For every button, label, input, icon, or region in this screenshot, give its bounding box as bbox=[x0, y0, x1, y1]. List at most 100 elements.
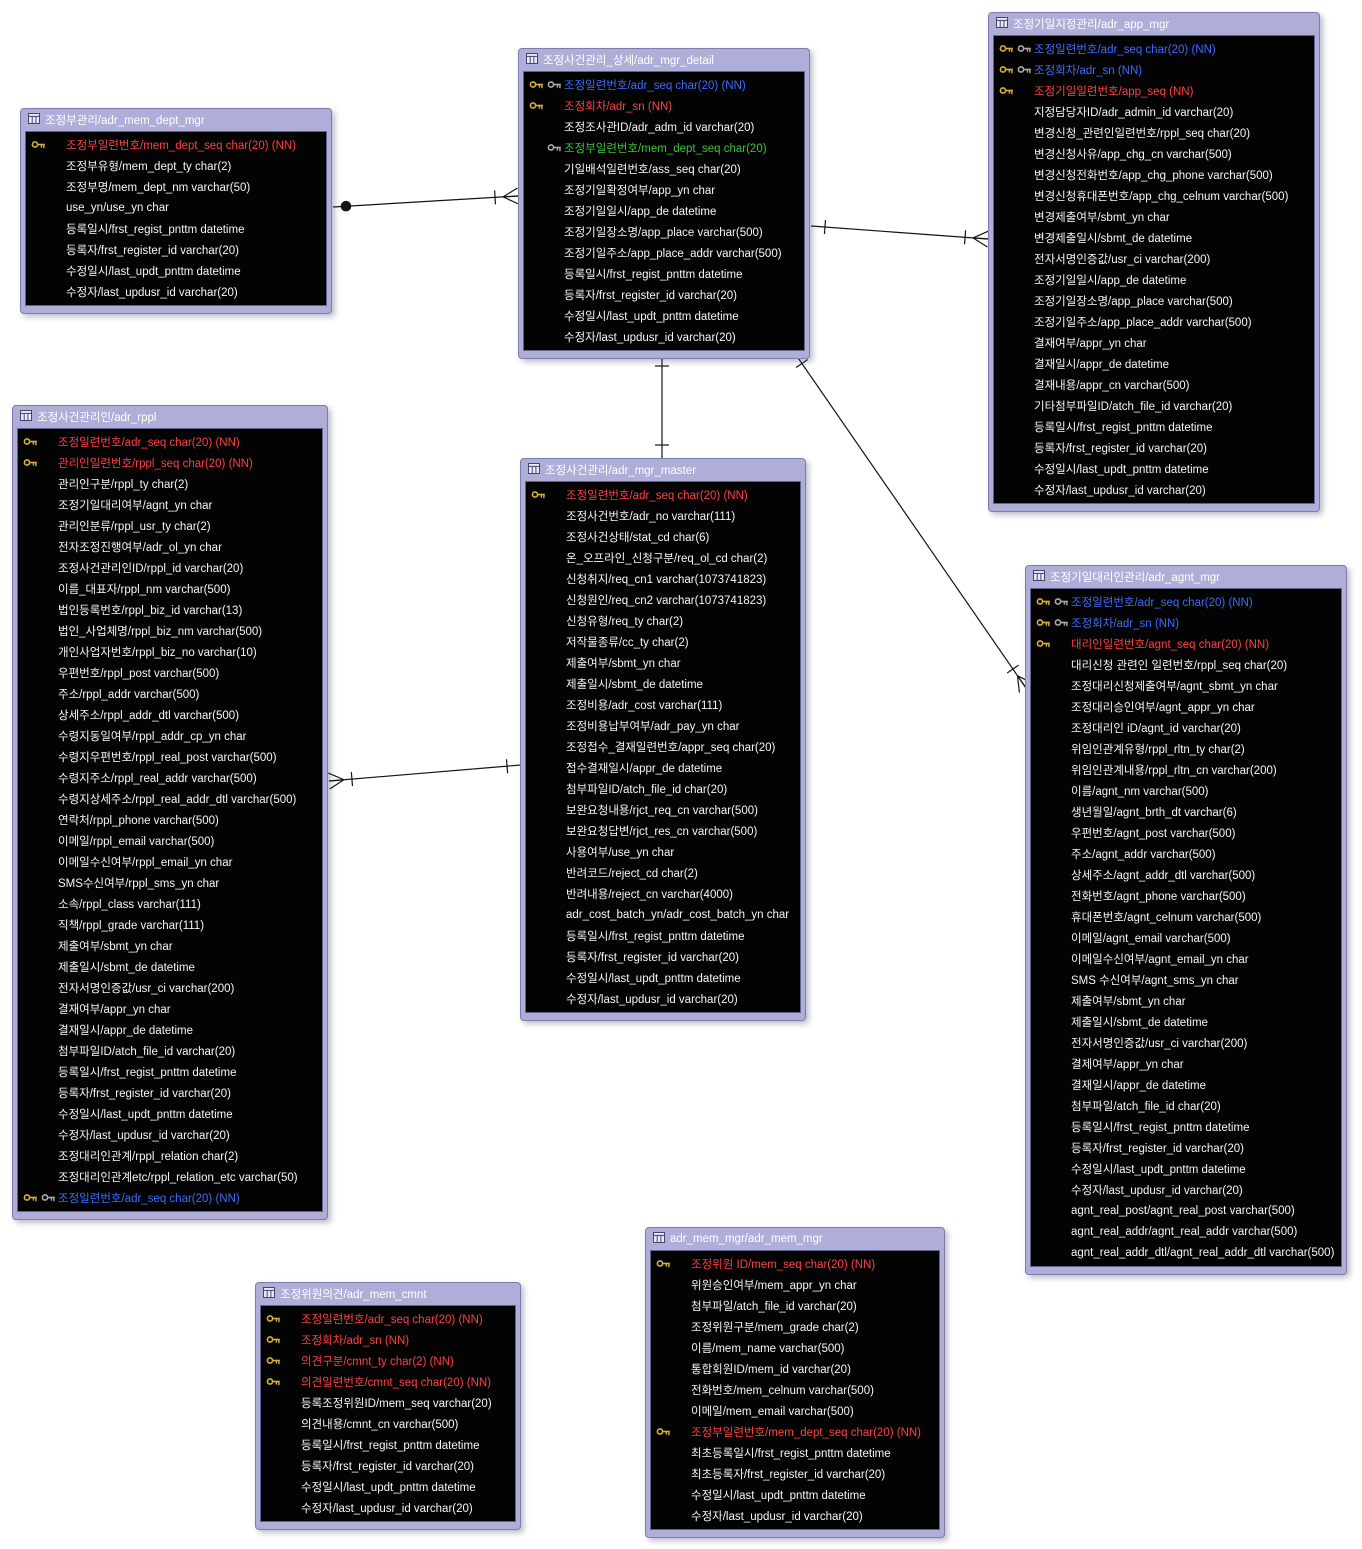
entity-title-bar[interactable]: 조정위원의견/adr_mem_cmnt bbox=[260, 1283, 516, 1305]
entity-field-row[interactable]: 조정기일일시/app_de datetime bbox=[994, 269, 1314, 290]
entity-field-row[interactable]: 위임인관계내용/rppl_rltn_cn varchar(200) bbox=[1031, 759, 1341, 780]
entity-field-row[interactable]: 변경제출여부/sbmt_yn char bbox=[994, 206, 1314, 227]
entity-field-row[interactable]: 결재일시/appr_de datetime bbox=[18, 1019, 322, 1040]
entity-field-row[interactable]: 제출여부/sbmt_yn char bbox=[526, 652, 800, 673]
entity-field-row[interactable]: 이메일/mem_email varchar(500) bbox=[651, 1400, 939, 1421]
entity-field-row[interactable]: 대리신청 관련인 일련번호/rppl_seq char(20) bbox=[1031, 654, 1341, 675]
entity-field-row[interactable]: 신청유형/req_ty char(2) bbox=[526, 610, 800, 631]
entity-field-row[interactable]: 수정일시/last_updt_pnttm datetime bbox=[994, 458, 1314, 479]
entity-field-row[interactable]: 조정사건번호/adr_no varchar(111) bbox=[526, 505, 800, 526]
entity-field-row[interactable]: 등록일시/frst_regist_pnttm datetime bbox=[26, 218, 326, 239]
entity-field-row[interactable]: 생년월일/agnt_brth_dt varchar(6) bbox=[1031, 801, 1341, 822]
entity-field-row[interactable]: 조정기일일시/app_de datetime bbox=[524, 200, 804, 221]
entity-field-row[interactable]: 결재일시/appr_de datetime bbox=[1031, 1074, 1341, 1095]
entity-field-row[interactable]: 조정기일주소/app_place_addr varchar(500) bbox=[994, 311, 1314, 332]
entity-field-row[interactable]: 연락처/rppl_phone varchar(500) bbox=[18, 809, 322, 830]
entity-field-row[interactable]: 우편번호/rppl_post varchar(500) bbox=[18, 662, 322, 683]
entity-field-row[interactable]: 전화번호/mem_celnum varchar(500) bbox=[651, 1379, 939, 1400]
entity-field-row[interactable]: 신청취지/req_cn1 varchar(1073741823) bbox=[526, 568, 800, 589]
entity-field-row[interactable]: 저작물종류/cc_ty char(2) bbox=[526, 631, 800, 652]
entity-field-row[interactable]: 수령지주소/rppl_real_addr varchar(500) bbox=[18, 767, 322, 788]
entity-field-row[interactable]: 제출일시/sbmt_de datetime bbox=[526, 673, 800, 694]
entity-field-row[interactable]: 조정대리인 iD/agnt_id varchar(20) bbox=[1031, 717, 1341, 738]
entity-field-row[interactable]: 조정대리인관계etc/rppl_relation_etc varchar(50) bbox=[18, 1166, 322, 1187]
entity-field-row[interactable]: 조정부명/mem_dept_nm varchar(50) bbox=[26, 176, 326, 197]
entity-field-row[interactable]: 조정일련번호/adr_seq char(20) (NN) bbox=[526, 484, 800, 505]
entity-field-row[interactable]: 조정위원구분/mem_grade char(2) bbox=[651, 1316, 939, 1337]
entity-field-row[interactable]: 등록자/frst_register_id varchar(20) bbox=[994, 437, 1314, 458]
entity-field-row[interactable]: 결재여부/appr_yn char bbox=[18, 998, 322, 1019]
entity-field-row[interactable]: 첨부파일/atch_file_id char(20) bbox=[1031, 1095, 1341, 1116]
entity-field-row[interactable]: 수정자/last_updusr_id varchar(20) bbox=[18, 1124, 322, 1145]
entity-field-row[interactable]: 이메일/rppl_email varchar(500) bbox=[18, 830, 322, 851]
entity-field-row[interactable]: 조정비용/adr_cost varchar(111) bbox=[526, 694, 800, 715]
entity-field-row[interactable]: 주소/agnt_addr varchar(500) bbox=[1031, 843, 1341, 864]
entity-field-row[interactable]: 위원승인여부/mem_appr_yn char bbox=[651, 1274, 939, 1295]
entity-field-row[interactable]: 조정부일련번호/mem_dept_seq char(20) (NN) bbox=[26, 134, 326, 155]
entity-field-row[interactable]: 이름/agnt_nm varchar(500) bbox=[1031, 780, 1341, 801]
entity-field-row[interactable]: 주소/rppl_addr varchar(500) bbox=[18, 683, 322, 704]
entity-field-row[interactable]: 이메일수신여부/rppl_email_yn char bbox=[18, 851, 322, 872]
entity-field-row[interactable]: 수정일시/last_updt_pnttm datetime bbox=[26, 260, 326, 281]
entity-field-row[interactable]: 등록일시/frst_regist_pnttm datetime bbox=[524, 263, 804, 284]
entity-field-row[interactable]: 조정회차/adr_sn (NN) bbox=[994, 59, 1314, 80]
entity-field-row[interactable]: 상세주소/agnt_addr_dtl varchar(500) bbox=[1031, 864, 1341, 885]
entity-field-row[interactable]: 첨부파일ID/atch_file_id varchar(20) bbox=[18, 1040, 322, 1061]
entity-adr_mgr_detail[interactable]: 조정사건관리_상세/adr_mgr_detail 조정일련번호/adr_seq c… bbox=[518, 48, 810, 359]
entity-field-row[interactable]: 수정일시/last_updt_pnttm datetime bbox=[261, 1476, 515, 1497]
entity-adr_mem_dept_mgr[interactable]: 조정부관리/adr_mem_dept_mgr 조정부일련번호/mem_dept_s… bbox=[20, 108, 332, 314]
entity-field-row[interactable]: 조정기일장소명/app_place varchar(500) bbox=[994, 290, 1314, 311]
entity-field-row[interactable]: 수정자/last_updusr_id varchar(20) bbox=[994, 479, 1314, 500]
entity-field-row[interactable]: 휴대폰번호/agnt_celnum varchar(500) bbox=[1031, 906, 1341, 927]
entity-field-row[interactable]: 첨부파일/atch_file_id varchar(20) bbox=[651, 1295, 939, 1316]
entity-field-row[interactable]: 최초등록자/frst_register_id varchar(20) bbox=[651, 1463, 939, 1484]
entity-field-row[interactable]: 등록자/frst_register_id varchar(20) bbox=[18, 1082, 322, 1103]
entity-field-row[interactable]: 전자서명인증값/usr_ci varchar(200) bbox=[18, 977, 322, 998]
entity-title-bar[interactable]: 조정기일지정관리/adr_app_mgr bbox=[993, 13, 1315, 35]
entity-field-row[interactable]: 등록조정위원ID/mem_seq varchar(20) bbox=[261, 1392, 515, 1413]
entity-field-row[interactable]: 등록자/frst_register_id varchar(20) bbox=[526, 946, 800, 967]
entity-field-row[interactable]: 신청원인/req_cn2 varchar(1073741823) bbox=[526, 589, 800, 610]
entity-field-row[interactable]: 조정일련번호/adr_seq char(20) (NN) bbox=[18, 431, 322, 452]
entity-field-row[interactable]: 조정회차/adr_sn (NN) bbox=[261, 1329, 515, 1350]
entity-field-row[interactable]: 전자서명인증값/usr_ci varchar(200) bbox=[994, 248, 1314, 269]
entity-field-row[interactable]: 조정일련번호/adr_seq char(20) (NN) bbox=[524, 74, 804, 95]
entity-field-row[interactable]: 소속/rppl_class varchar(111) bbox=[18, 893, 322, 914]
entity-field-row[interactable]: 기타첨부파일ID/atch_file_id varchar(20) bbox=[994, 395, 1314, 416]
entity-field-row[interactable]: 조정기일장소명/app_place varchar(500) bbox=[524, 221, 804, 242]
entity-field-row[interactable]: 직책/rppl_grade varchar(111) bbox=[18, 914, 322, 935]
entity-field-row[interactable]: 수정자/last_updusr_id varchar(20) bbox=[526, 988, 800, 1009]
entity-field-row[interactable]: 이름/mem_name varchar(500) bbox=[651, 1337, 939, 1358]
entity-field-row[interactable]: 변경신청사유/app_chg_cn varchar(500) bbox=[994, 143, 1314, 164]
entity-field-row[interactable]: 결재일시/appr_de datetime bbox=[994, 353, 1314, 374]
entity-field-row[interactable]: 보완요청내용/rjct_req_cn varchar(500) bbox=[526, 799, 800, 820]
entity-field-row[interactable]: 제출일시/sbmt_de datetime bbox=[1031, 1011, 1341, 1032]
entity-field-row[interactable]: 결제여부/appr_yn char bbox=[1031, 1053, 1341, 1074]
entity-field-row[interactable]: 변경신청휴대폰번호/app_chg_celnum varchar(500) bbox=[994, 185, 1314, 206]
entity-title-bar[interactable]: 조정부관리/adr_mem_dept_mgr bbox=[25, 109, 327, 131]
entity-field-row[interactable]: 조정일련번호/adr_seq char(20) (NN) bbox=[1031, 591, 1341, 612]
entity-field-row[interactable]: 이메일수신여부/agnt_email_yn char bbox=[1031, 948, 1341, 969]
entity-field-row[interactable]: 등록일시/frst_regist_pnttm datetime bbox=[526, 925, 800, 946]
entity-field-row[interactable]: 우편번호/agnt_post varchar(500) bbox=[1031, 822, 1341, 843]
entity-field-row[interactable]: 조정부일련번호/mem_dept_seq char(20) (NN) bbox=[651, 1421, 939, 1442]
entity-title-bar[interactable]: 조정사건관리_상세/adr_mgr_detail bbox=[523, 49, 805, 71]
entity-field-row[interactable]: 조정대리승인여부/agnt_appr_yn char bbox=[1031, 696, 1341, 717]
entity-field-row[interactable]: 이름_대표자/rppl_nm varchar(500) bbox=[18, 578, 322, 599]
entity-field-row[interactable]: 법인등록번호/rppl_biz_id varchar(13) bbox=[18, 599, 322, 620]
entity-field-row[interactable]: 조정접수_결재일련번호/appr_seq char(20) bbox=[526, 736, 800, 757]
entity-field-row[interactable]: 수정자/last_updusr_id varchar(20) bbox=[1031, 1179, 1341, 1200]
entity-field-row[interactable]: 이메일/agnt_email varchar(500) bbox=[1031, 927, 1341, 948]
entity-field-row[interactable]: 의견구분/cmnt_ty char(2) (NN) bbox=[261, 1350, 515, 1371]
entity-field-row[interactable]: 등록일시/frst_regist_pnttm datetime bbox=[18, 1061, 322, 1082]
entity-field-row[interactable]: 수령지동일여부/rppl_addr_cp_yn char bbox=[18, 725, 322, 746]
entity-field-row[interactable]: 대리인일련번호/agnt_seq char(20) (NN) bbox=[1031, 633, 1341, 654]
entity-field-row[interactable]: 통합회원ID/mem_id varchar(20) bbox=[651, 1358, 939, 1379]
relation-rppl-to-mgr-master[interactable] bbox=[328, 759, 522, 790]
entity-field-row[interactable]: 의견일련번호/cmnt_seq char(20) (NN) bbox=[261, 1371, 515, 1392]
entity-field-row[interactable]: 등록자/frst_register_id varchar(20) bbox=[1031, 1137, 1341, 1158]
entity-field-row[interactable]: agnt_real_post/agnt_real_post varchar(50… bbox=[1031, 1200, 1341, 1221]
entity-field-row[interactable]: 조정기일주소/app_place_addr varchar(500) bbox=[524, 242, 804, 263]
